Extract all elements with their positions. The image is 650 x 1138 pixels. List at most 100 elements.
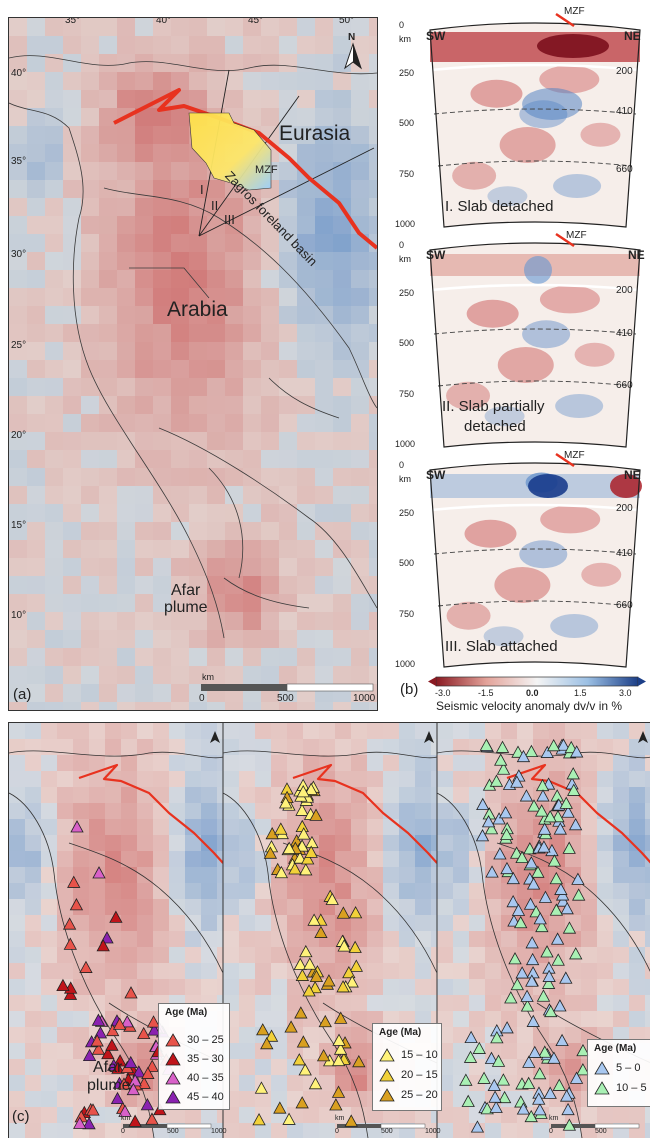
tomography-cell: [153, 522, 171, 540]
tomography-cell: [351, 648, 369, 666]
tomography-cell: [297, 630, 315, 648]
tomography-cell: [27, 36, 45, 54]
tomography-cell: [279, 324, 297, 342]
section-1-depth-tick: 500: [399, 118, 415, 128]
tomography-cell: [9, 1107, 25, 1123]
tomography-cell: [279, 162, 297, 180]
tomography-cell: [239, 1059, 255, 1075]
tomography-cell: [315, 198, 333, 216]
tomography-cell: [581, 947, 597, 963]
tomography-cell: [27, 126, 45, 144]
volcano-triangle-icon: [331, 1085, 346, 1098]
tomography-cell: [81, 684, 99, 702]
tomography-cell: [315, 252, 333, 270]
velocity-anomaly: [553, 174, 602, 198]
tomography-cell: [369, 360, 377, 378]
tomography-cell: [121, 723, 137, 739]
tomography-cell: [351, 342, 369, 360]
tomography-cell: [207, 486, 225, 504]
tomography-cell: [25, 1091, 41, 1107]
volcano-triangle-icon: [484, 822, 499, 835]
mzf-marker-icon: [555, 232, 575, 248]
tomography-cell: [279, 504, 297, 522]
tomography-cell: [81, 18, 99, 36]
tomography-cell: [63, 162, 81, 180]
tomography-cell: [501, 963, 517, 979]
tomography-cell: [297, 522, 315, 540]
tomography-cell: [45, 594, 63, 612]
tomography-cell: [45, 180, 63, 198]
tomography-cell: [415, 947, 431, 963]
volcano-triangle-icon: [463, 1050, 478, 1063]
section-2-disc-label: 660: [616, 380, 633, 391]
tomography-cell: [315, 126, 333, 144]
tomography-cell: [99, 540, 117, 558]
tomography-cell: [81, 522, 99, 540]
tomography-cell: [367, 1107, 383, 1123]
tomography-cell: [533, 1123, 549, 1138]
tomography-cell: [201, 963, 217, 979]
tomography-cell: [367, 867, 383, 883]
volcano-triangle-icon: [336, 980, 350, 993]
discontinuity-660: [437, 380, 633, 387]
tomography-cell: [99, 342, 117, 360]
tomography-cell: [565, 755, 581, 771]
tomography-cell: [153, 648, 171, 666]
tomography-cell: [9, 963, 25, 979]
tomography-cell: [239, 755, 255, 771]
tomography-cell: [89, 963, 105, 979]
tomography-cell: [135, 270, 153, 288]
tomography-cell: [351, 468, 369, 486]
volcano-triangle-icon: [295, 968, 310, 981]
tomography-cell: [383, 723, 399, 739]
volcano-triangle-icon: [264, 1029, 279, 1042]
tomography-cell: [297, 432, 315, 450]
tomography-cell: [335, 1107, 351, 1123]
tomography-cell: [41, 755, 57, 771]
tomography-cell: [137, 979, 153, 995]
tomography-cell: [297, 612, 315, 630]
tomography-cell: [99, 630, 117, 648]
tomography-cell: [57, 787, 73, 803]
tomography-cell: [239, 1043, 255, 1059]
tomography-cell: [437, 1107, 453, 1123]
tomography-cell: [351, 108, 369, 126]
tomography-cell: [137, 1043, 153, 1059]
tomography-cell: [367, 883, 383, 899]
tomography-cell: [319, 1091, 335, 1107]
tomography-cell: [25, 883, 41, 899]
tomography-cell: [99, 72, 117, 90]
tomography-cell: [297, 666, 315, 684]
tomography-cell: [63, 252, 81, 270]
tomography-cell: [99, 252, 117, 270]
tomography-cell: [27, 666, 45, 684]
tomography-cell: [279, 594, 297, 612]
colorbar-tick: -1.5: [478, 688, 494, 698]
tomography-cell: [45, 702, 63, 710]
volcano-triangle-icon: [124, 986, 138, 999]
tomography-cell: [121, 851, 137, 867]
tomography-cell: [225, 90, 243, 108]
tomography-cell: [271, 915, 287, 931]
tomography-cell: [565, 995, 581, 1011]
volcano-triangle-icon: [314, 925, 328, 938]
tomography-cell: [351, 576, 369, 594]
volcano-triangle-icon: [567, 783, 581, 796]
tomography-cell: [171, 396, 189, 414]
tomography-cell: [153, 867, 169, 883]
tomography-cell: [45, 612, 63, 630]
velocity-anomaly: [484, 406, 525, 427]
tomography-cell: [613, 739, 629, 755]
tomography-cell: [279, 54, 297, 72]
tomography-cell: [57, 835, 73, 851]
mini-scale-bar: [337, 1124, 381, 1128]
tomography-cell: [261, 450, 279, 468]
volcano-triangle-icon: [307, 913, 321, 926]
tomography-cell: [581, 851, 597, 867]
tomography-cell: [63, 72, 81, 90]
tomography-cell: [469, 771, 485, 787]
tomography-cell: [225, 522, 243, 540]
tomography-cell: [239, 915, 255, 931]
velocity-anomaly: [466, 299, 519, 328]
tomography-cell: [225, 306, 243, 324]
